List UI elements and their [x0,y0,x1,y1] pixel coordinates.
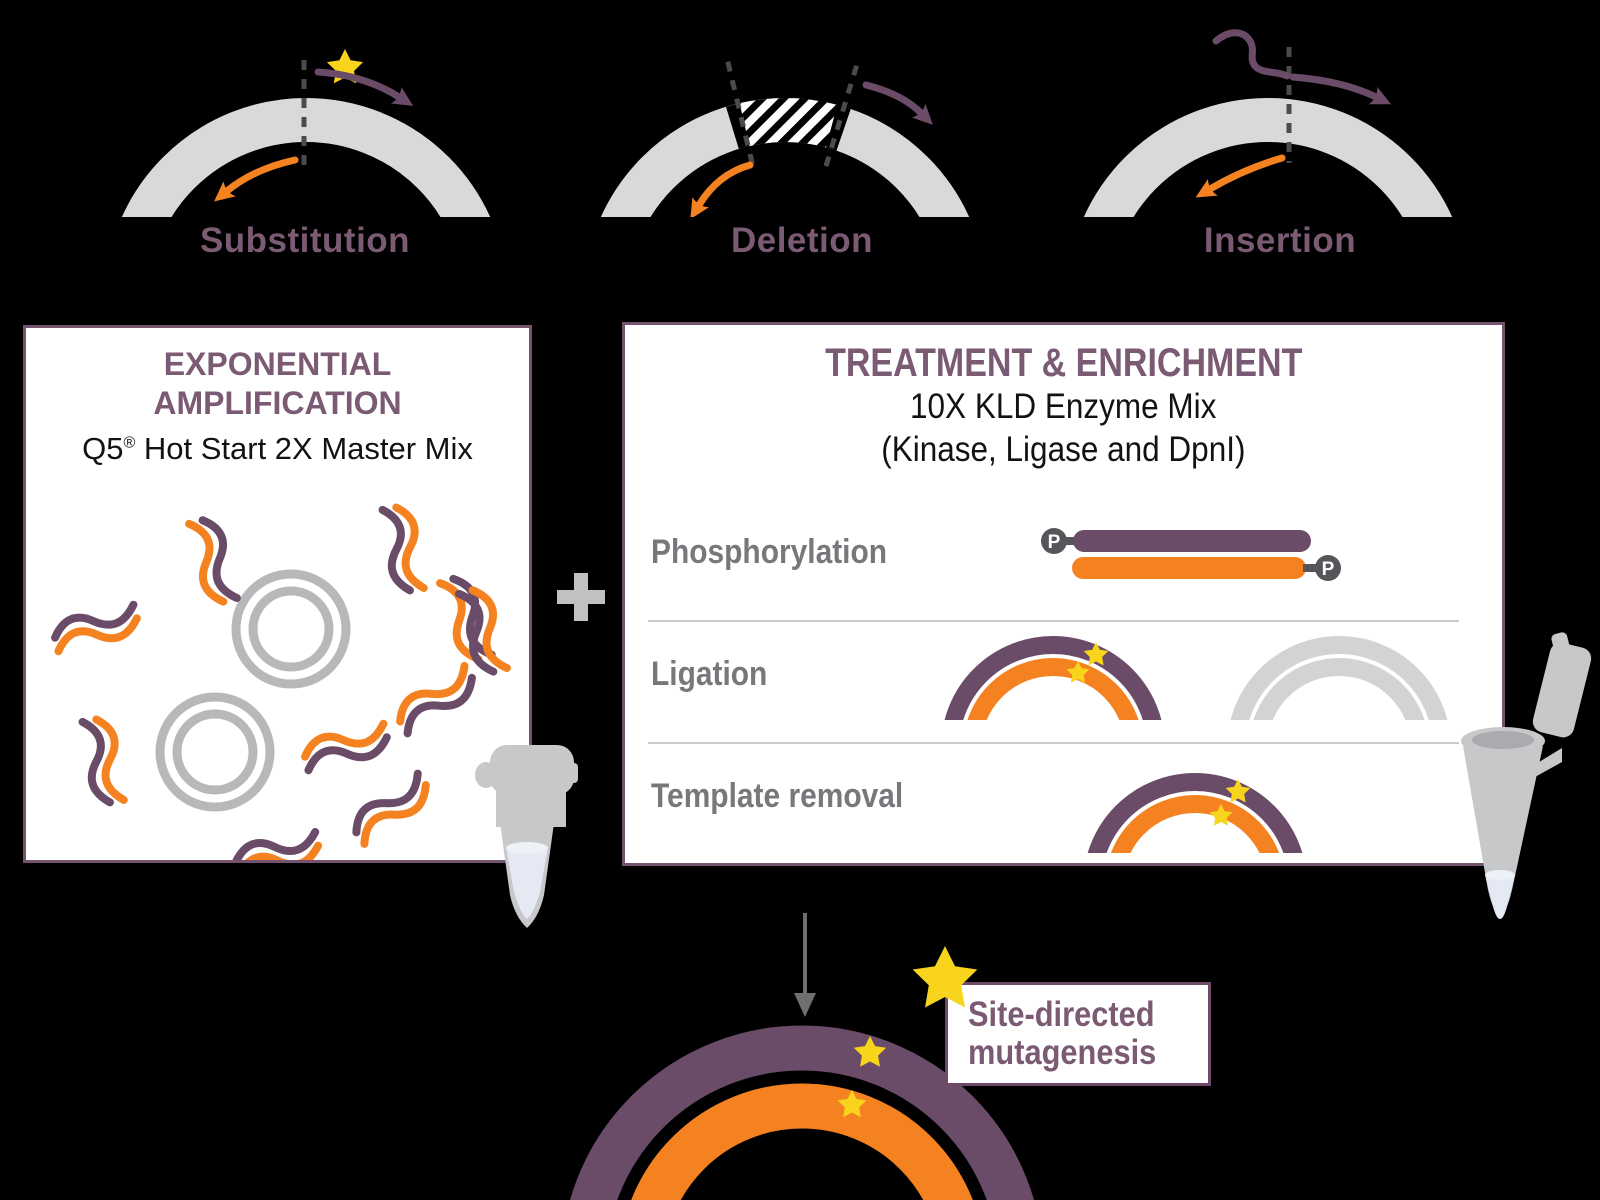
panel-title: EXPONENTIAL AMPLIFICATION [26,345,529,423]
deletion-diagram [600,61,970,217]
phosphate-badge-letter: P [1322,559,1335,580]
phosphate-badge-letter: P [1048,532,1061,553]
template-plasmid-arc [1230,636,1448,720]
reverse-primer-arrow [1195,154,1286,198]
dna-fragment [393,665,480,734]
dna-fragment [233,831,321,860]
panel-title-text: TREATMENT & ENRICHMENT [824,341,1303,385]
phosphorylation-graphic: P P [1041,528,1341,581]
ligation-graphic [944,636,1448,720]
forward-primer-arrow [314,68,414,106]
panel-title-line2: AMPLIFICATION [153,385,402,422]
ligated-plasmid-arc [944,636,1162,720]
template-arc [121,98,491,217]
top-strand-bar [1073,530,1311,552]
phosphate-badge-icon [1315,555,1341,581]
treatment-enrichment-panel: TREATMENT & ENRICHMENT 10X KLD Enzyme Mi… [622,322,1505,866]
reagent-line1: 10X KLD Enzyme Mix [910,387,1217,426]
forward-primer-arrow [862,81,933,125]
dna-fragment [458,587,508,676]
substitution-label: Substitution [199,221,411,260]
plus-icon [557,573,605,621]
dna-fragment [348,773,434,845]
substitution-diagram [121,49,491,217]
reagent-line2: (Kinase, Ligase and DpnI) [881,429,1246,469]
dna-fragment [52,604,141,653]
tube-opening [1472,731,1534,749]
reagent-prefix: Q5 [82,431,124,467]
result-label-line1: Site-directed [968,995,1155,1035]
insertion-label: Insertion [1203,221,1357,260]
step-label-phosphorylation: Phosphorylation [651,533,888,571]
dna-fragment [188,517,238,606]
result-label-box: Site-directed mutagenesis [945,982,1211,1086]
reverse-primer-arrow [214,156,299,202]
big-star-icon [912,946,978,1008]
reverse-primer-arrow [690,161,754,217]
final-mutant-plasmid [570,1025,1034,1200]
step-label-ligation: Ligation [651,655,768,693]
bottom-strand-bar [1072,557,1306,579]
down-arrow-icon [794,913,816,1017]
template-removal-graphic [1087,773,1303,853]
registered-mark: ® [123,434,136,452]
phosphate-badge-icon [1041,528,1067,554]
template-arc [1083,98,1453,217]
step-divider [648,620,1459,622]
plasmid-ring [155,692,275,812]
result-label-line2: mutagenesis [968,1033,1157,1072]
amplification-mixture-graphic [29,478,532,860]
reagent-suffix: Hot Start 2X Master Mix [135,431,473,467]
reagent-name: Q5® Hot Start 2X Master Mix [26,431,529,467]
panel-title: TREATMENT & ENRICHMENT [625,341,1502,386]
insertion-diagram [1083,29,1453,217]
step-label-template-removal: Template removal [651,777,904,815]
reagent-name: 10X KLD Enzyme Mix (Kinase, Ligase and D… [625,386,1502,471]
plasmid-ring [231,569,351,689]
deleted-region-hatch [739,98,838,148]
panel-title-line1: EXPONENTIAL [163,346,392,382]
tube-cap-open [1532,632,1592,738]
plasmid-outer-strand [570,1025,1034,1200]
plasmid-inner-strand [631,1083,973,1200]
exponential-amplification-panel: EXPONENTIAL AMPLIFICATION Q5® Hot Start … [23,325,532,863]
dna-fragment [382,505,425,593]
deletion-label: Deletion [730,221,874,260]
dna-fragment [302,723,391,772]
dna-fragment [82,717,125,805]
step-divider [648,742,1459,744]
insert-squiggle [1212,29,1291,80]
forward-primer-arrow [1289,73,1392,105]
tube-liquid [1485,875,1515,919]
closed-tube-icon [475,745,578,928]
mutant-plasmid-arc [1087,773,1303,853]
open-tube-icon [1461,632,1592,919]
tube-liquid [506,847,548,919]
